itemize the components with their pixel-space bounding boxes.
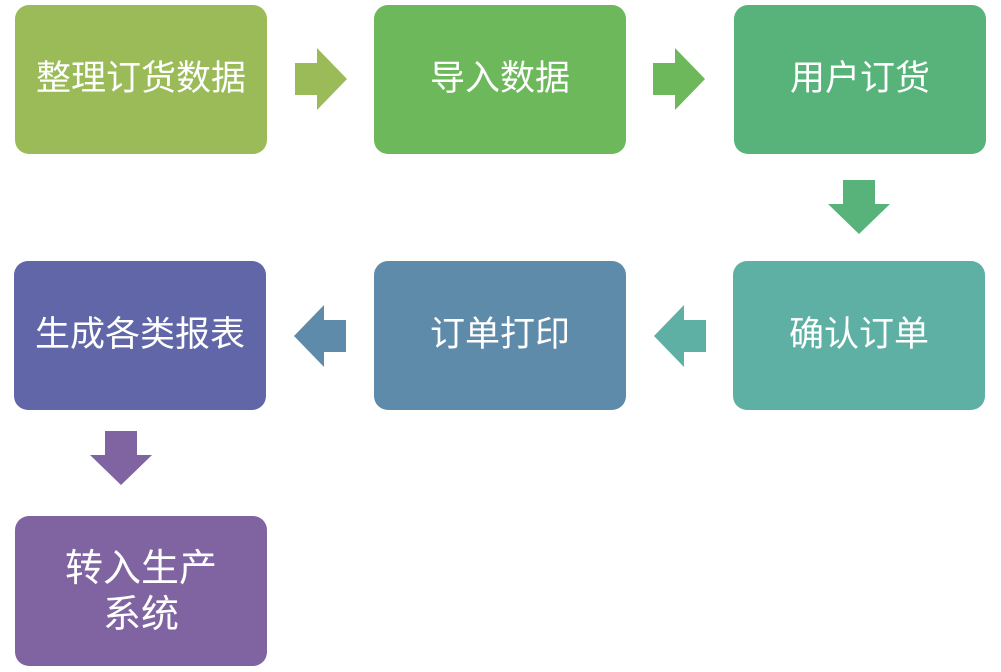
step-label: 整理订货数据: [35, 59, 246, 100]
step-print-order: 订单打印: [374, 261, 626, 410]
step-user-order: 用户订货: [734, 5, 986, 154]
arrow-left-icon: [294, 305, 346, 367]
step-confirm-order: 确认订单: [733, 261, 985, 410]
step-organize-order-data: 整理订货数据: [15, 5, 267, 154]
arrow-down-icon: [90, 431, 152, 485]
step-label: 生成各类报表: [34, 315, 245, 356]
step-generate-reports: 生成各类报表: [14, 261, 266, 410]
arrow-right-icon: [653, 48, 705, 110]
step-label: 用户订货: [789, 59, 930, 100]
step-label: 确认订单: [788, 315, 929, 356]
step-label: 订单打印: [429, 315, 570, 356]
step-label-line2: 系统: [102, 592, 179, 636]
step-label-wrapper: 转入生产 系统: [65, 545, 217, 638]
step-import-data: 导入数据: [374, 5, 626, 154]
arrow-down-icon: [828, 180, 890, 234]
arrow-left-icon: [654, 305, 706, 367]
step-transfer-to-production: 转入生产 系统: [15, 516, 267, 666]
arrow-right-icon: [295, 48, 347, 110]
step-label-line1: 转入生产: [64, 545, 217, 590]
step-label: 导入数据: [429, 59, 570, 100]
